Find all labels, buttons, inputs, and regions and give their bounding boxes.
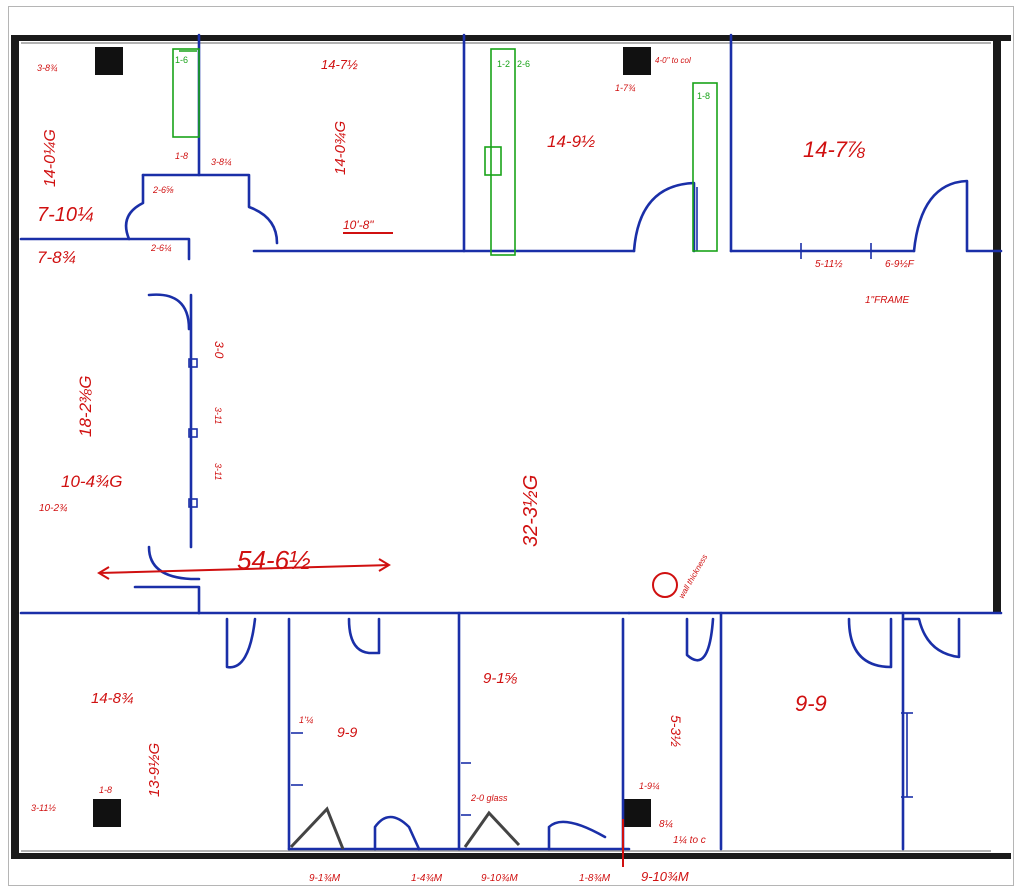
dim-center-vert: 32-3½G [520, 475, 542, 547]
existing-elements: 1-6 1-2 2-6 1-8 [172, 48, 718, 256]
door-swings [188, 187, 913, 850]
drawing-frame: 1-6 1-2 2-6 1-8 14-0¼G 14-7½ 14-0¾G 14-9… [8, 6, 1014, 886]
small-note: 1¼ to c [673, 834, 706, 846]
dim-left-room-vert: 18-2⅜G [76, 376, 95, 437]
column-top-left [95, 47, 123, 75]
dim-door-offset: 10'-8" [343, 218, 374, 232]
dim-left-room-horiz: 10-4¾G [61, 472, 122, 491]
exterior-wall [11, 35, 1011, 859]
small-note: 8¼ [659, 818, 673, 830]
dim-corridor-right-a: 5-11½ [815, 259, 843, 270]
column-bottom-right [623, 799, 651, 827]
dim-top-left-vert: 14-0¼G [42, 129, 59, 187]
dim-overall-horiz: 54-6½ [237, 545, 311, 575]
small-note: 3-11 [213, 463, 223, 480]
column-top-right [623, 47, 651, 75]
small-note: wall thickness [677, 553, 709, 600]
dim-left-room-sub: 10-2¾ [39, 503, 67, 514]
dim-corridor-door: 3-0 [212, 341, 226, 359]
interior-walls [19, 33, 1003, 851]
dimension-labels: 14-0¼G 14-7½ 14-0¾G 14-9½ 14-7⅞ 7-10¼ 7-… [31, 56, 915, 884]
column-bottom-left [93, 799, 121, 827]
small-note: 2-6¼ [150, 243, 172, 253]
small-note: 3-8¼ [211, 157, 232, 167]
floor-plan-drawing: 1-6 1-2 2-6 1-8 14-0¼G 14-7½ 14-0¾G 14-9… [11, 33, 1011, 884]
dim-bottom-5: 9-10¾M [641, 869, 689, 884]
dim-left-wall-b: 7-8¾ [37, 248, 76, 267]
small-note: 1-8 [175, 151, 188, 161]
dim-lower-left-vert: 13-9½G [146, 742, 163, 797]
dim-upper-room1-vert: 14-0¾G [332, 120, 349, 175]
dim-bottom-1: 9-1¾M [309, 873, 341, 884]
dim-lower-room3-vert: 5-3½ [668, 715, 684, 747]
small-note: 2-6⅝ [152, 185, 174, 195]
dim-lower-room2-horiz: 9-1⅝ [483, 670, 518, 687]
small-note: 1-7¾ [615, 83, 636, 93]
existing-label: 1-2 [497, 59, 510, 69]
dim-lower-left-col: 1-8 [99, 785, 112, 795]
small-note: 1'¼ [299, 715, 314, 725]
dimension-lines [97, 232, 678, 867]
dim-left-wall-a: 7-10¼ [37, 204, 94, 226]
existing-label: 1-8 [697, 91, 710, 101]
dim-upper-room2-horiz: 14-9½ [547, 132, 595, 151]
existing-label: 1-6 [175, 55, 188, 65]
small-note: 4-0" to col [655, 56, 691, 65]
existing-label: 2-6 [517, 59, 530, 69]
dim-lower-right-horiz: 9-9 [795, 691, 827, 716]
dim-bottom-4: 1-8¾M [579, 873, 611, 884]
note-frame: 1"FRAME [865, 295, 909, 306]
small-note: 2-0 glass [470, 793, 508, 803]
dim-upper-room3-horiz: 14-7⅞ [803, 137, 865, 162]
dim-upper-room1-horiz: 14-7½ [321, 57, 358, 72]
dim-lower-room1-horiz: 9-9 [337, 724, 357, 740]
small-note: 3-11 [213, 407, 223, 424]
dim-bottom-3: 9-10¾M [481, 873, 518, 884]
dim-lower-left-horiz: 14-8¾ [91, 690, 134, 707]
dim-lower-left-edge: 3-11½ [31, 803, 56, 813]
dim-corridor-right-b: 6-9½F [885, 259, 915, 270]
dim-bottom-2: 1-4¾M [411, 873, 443, 884]
small-note: 1-9¼ [639, 781, 660, 791]
small-note: 3-8¾ [37, 63, 58, 73]
